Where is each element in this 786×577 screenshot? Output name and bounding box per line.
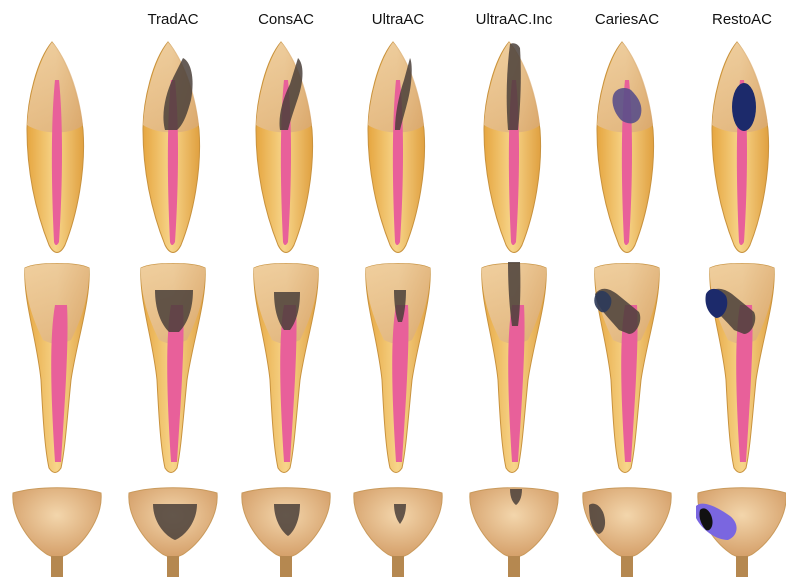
tooth-facial-consac [254, 264, 318, 473]
row-occlusal-view [13, 488, 786, 577]
tooth-occlusal-tradac [129, 488, 217, 577]
column-label-restoac: RestoAC [712, 11, 772, 28]
tooth-occlusal-restoac [696, 488, 786, 577]
column-label-consac: ConsAC [258, 11, 314, 28]
tooth-facial-cariesac [594, 264, 659, 473]
tooth-proximal-consac [256, 42, 313, 253]
access-cavity-shape [507, 43, 521, 130]
tooth-proximal-intact [27, 42, 84, 253]
tooth-facial-intact [25, 264, 89, 473]
tooth-occlusal-ultraac-inc [470, 488, 558, 577]
column-labels: TradAC ConsAC UltraAC UltraAC.Inc Caries… [147, 11, 772, 28]
restoration [732, 83, 756, 131]
tooth-proximal-restoac [712, 42, 769, 253]
column-label-tradac: TradAC [147, 11, 198, 28]
tooth-proximal-ultraac-inc [484, 42, 541, 253]
tooth-facial-restoac [705, 264, 774, 473]
row-proximal-view [27, 42, 769, 253]
tooth-facial-tradac [141, 264, 205, 473]
tooth-occlusal-ultraac [354, 488, 442, 577]
column-label-ultraac: UltraAC [372, 11, 425, 28]
column-label-ultraac-inc: UltraAC.Inc [476, 11, 553, 28]
tooth-proximal-ultraac [368, 42, 425, 253]
tooth-proximal-cariesac [597, 42, 654, 253]
column-label-cariesac: CariesAC [595, 11, 659, 28]
tooth-occlusal-cariesac [583, 488, 671, 577]
row-facial-view [25, 262, 774, 473]
tooth-proximal-tradac [143, 42, 200, 253]
tooth-occlusal-consac [242, 488, 330, 577]
tooth-facial-ultraac-inc [482, 262, 546, 473]
tooth-occlusal-intact [13, 488, 101, 577]
tooth-facial-ultraac [366, 264, 430, 473]
